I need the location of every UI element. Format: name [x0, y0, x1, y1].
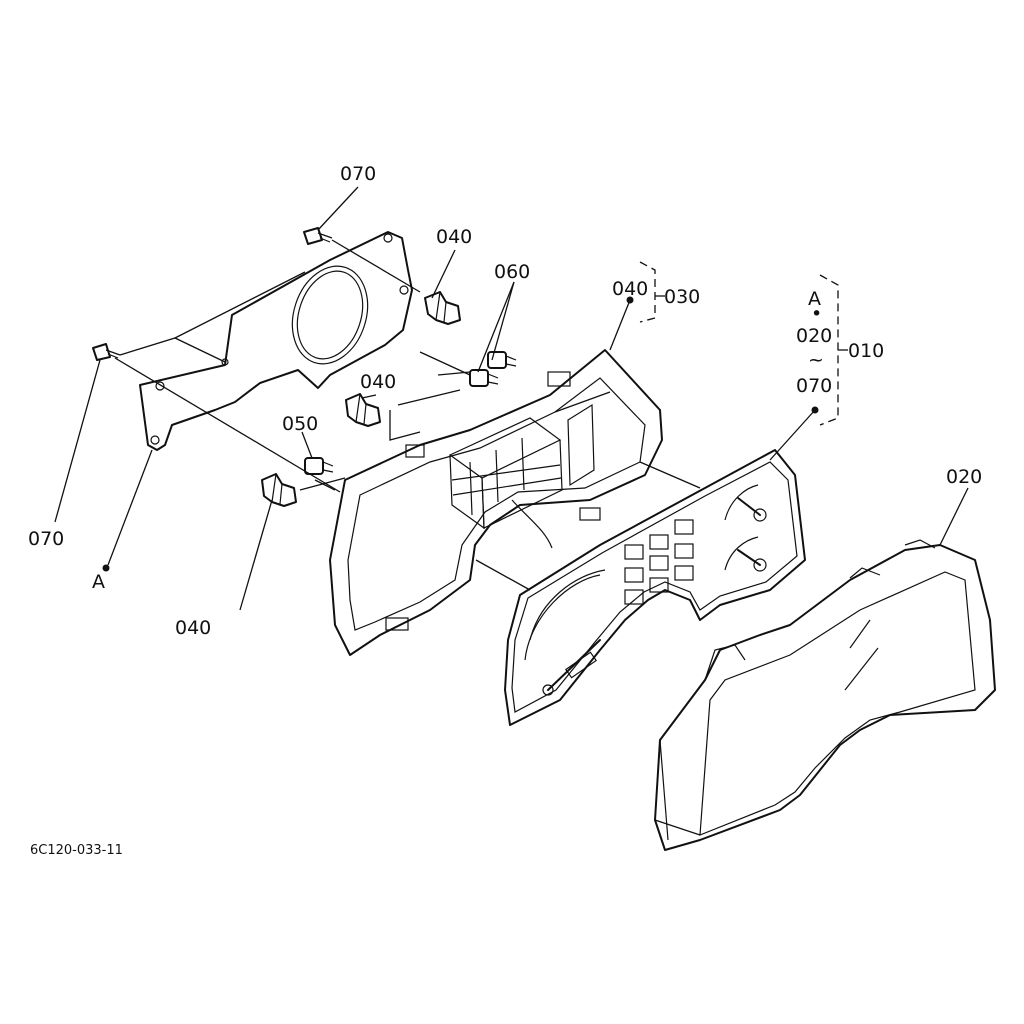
bracket-dot: •: [811, 303, 822, 325]
drawing-code: 6C120-033-11: [30, 843, 123, 858]
screw-070-left: [92, 343, 121, 361]
bracket-020: 020: [796, 325, 832, 347]
bulb-socket-040-middle: [345, 393, 381, 427]
callout-040-middle: 040: [360, 371, 396, 393]
dial-panel: [504, 449, 806, 726]
bulb-socket-040-lower: [261, 473, 297, 507]
callout-050: 050: [282, 413, 318, 435]
callout-010: 010: [848, 340, 884, 362]
callout-020-right: 020: [946, 466, 982, 488]
bulb-socket-040-upper: [424, 291, 461, 325]
callout-030: 030: [664, 286, 700, 308]
callout-040-group: 040: [612, 278, 648, 300]
callout-070-left: 070: [28, 528, 64, 550]
bulb-060-b: [469, 369, 499, 387]
callout-040-upper: 040: [436, 226, 472, 248]
cover-glass-020: [654, 539, 996, 851]
meter-case-030: [329, 349, 663, 656]
callout-040-lower: 040: [175, 617, 211, 639]
screw-070-top: [303, 227, 333, 245]
rear-cover-plate: [139, 231, 413, 451]
leader-lines: [54, 186, 969, 611]
bulb-060-a: [487, 351, 517, 369]
bracket-A: A: [808, 288, 821, 310]
callout-060: 060: [494, 261, 530, 283]
bracket-tilde: ~: [808, 349, 824, 371]
callout-070-top: 070: [340, 163, 376, 185]
callout-labels: 070 070 A 040 040 040 060 050 040 030 A …: [28, 163, 982, 639]
alignment-lines: [114, 239, 701, 591]
callout-A-left: A: [92, 571, 105, 593]
bulb-050: [304, 457, 334, 475]
bracket-070: 070: [796, 375, 832, 397]
